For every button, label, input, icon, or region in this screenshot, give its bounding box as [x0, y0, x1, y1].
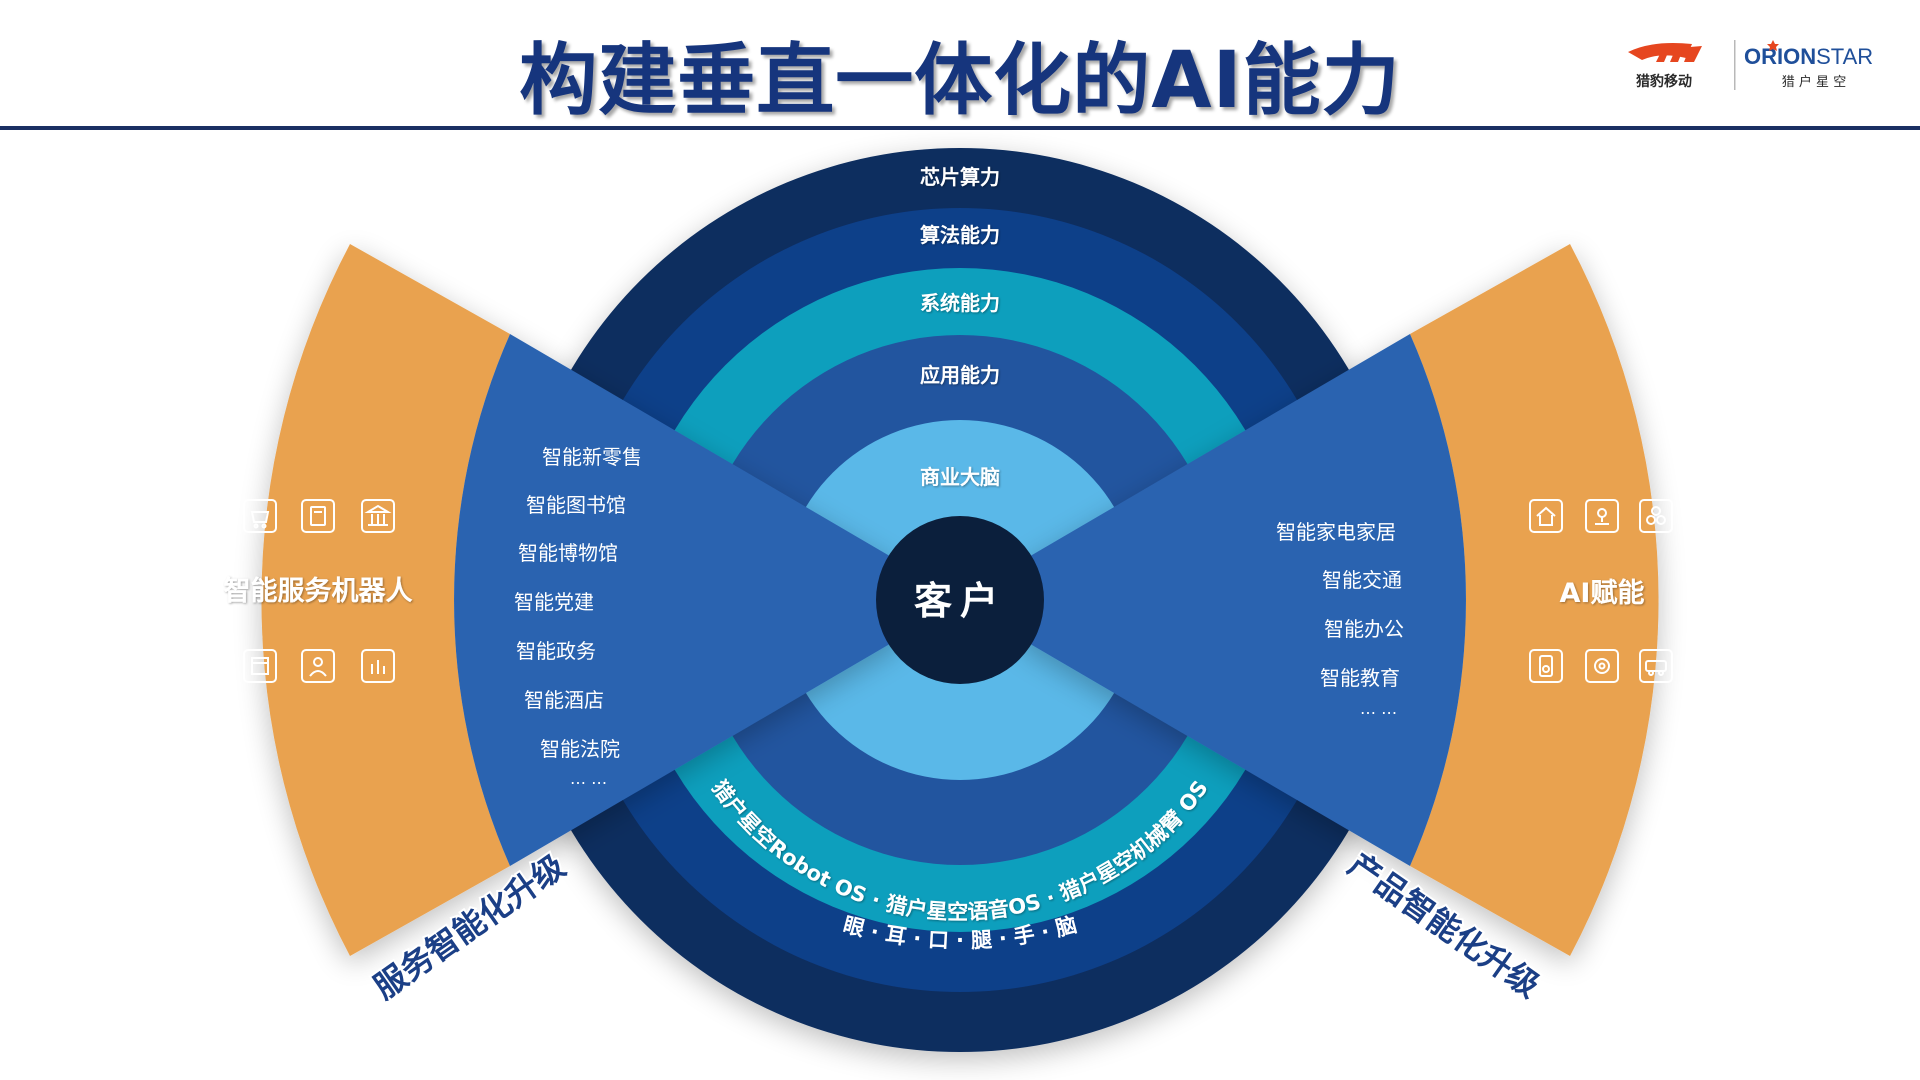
right-wing-blue-band [1020, 334, 1466, 866]
left-item-new-retail: 智能新零售 [542, 445, 642, 469]
calendar-icon [243, 649, 277, 683]
ring-labels: 芯片算力 算法能力 系统能力 应用能力 商业大脑 [920, 165, 1000, 489]
cheetah-mobile-logo: 猎豹移动 [1628, 43, 1702, 90]
logo-group: 猎豹移动 ORIONSTAR 猎 户 星 空 [1628, 40, 1873, 90]
ring-label-system: 系统能力 [920, 291, 1000, 315]
vehicle-icon [1639, 649, 1673, 683]
right-wing-orange-band [1410, 244, 1659, 956]
left-wing-list: 智能新零售 智能图书馆 智能博物馆 智能党建 智能政务 智能酒店 智能法院 … … [514, 445, 642, 788]
left-item-hotel: 智能酒店 [524, 688, 604, 712]
speaker-icon [1529, 649, 1563, 683]
person-icon [301, 649, 335, 683]
right-wing-list: 智能家电家居 智能交通 智能办公 智能教育 … … [1276, 520, 1404, 718]
left-wing-blue-band [454, 334, 900, 866]
orionstar-label: 猎 户 星 空 [1782, 74, 1846, 90]
ring-label-application: 应用能力 [920, 363, 1000, 387]
left-icons-bottom [243, 649, 395, 683]
page-title: 构建垂直一体化的AI能力 [519, 36, 1401, 126]
orionstar-logo: ORIONSTAR 猎 户 星 空 [1744, 40, 1873, 90]
gears-icon [1639, 499, 1673, 533]
center-circle [876, 516, 1044, 684]
slide-header: 构建垂直一体化的AI能力 猎豹移动 ORIONSTAR 猎 户 星 空 [0, 0, 1920, 130]
center-label: 客户 [914, 579, 1006, 623]
left-wing-orange-band [261, 244, 510, 956]
left-item-government: 智能政务 [516, 639, 596, 663]
ring-label-chip: 芯片算力 [920, 165, 1000, 189]
ring-label-business-brain: 商业大脑 [920, 465, 1000, 489]
left-item-court: 智能法院 [540, 737, 620, 761]
cheetah-mobile-label: 猎豹移动 [1636, 73, 1692, 90]
right-wing-title: AI赋能 [1560, 577, 1645, 609]
capability-rings [508, 148, 1412, 1052]
orionstar-star-icon [1767, 40, 1779, 51]
logo-separator [1734, 40, 1736, 90]
home-icon [1529, 499, 1563, 533]
right-item-home-appliance: 智能家电家居 [1276, 520, 1396, 544]
left-item-more: … … [570, 769, 607, 788]
right-item-more: … … [1360, 699, 1397, 718]
orionstar-wordmark: ORIONSTAR [1744, 44, 1873, 69]
left-item-museum: 智能博物馆 [518, 541, 618, 565]
right-wing [1020, 244, 1659, 956]
retail-icon [243, 499, 277, 533]
left-item-party-building: 智能党建 [514, 590, 594, 614]
orionstar-prefix: ORION [1744, 44, 1816, 69]
chart-icon [361, 649, 395, 683]
book-icon [301, 499, 335, 533]
left-icons-top [243, 499, 395, 533]
settings-icon [1585, 649, 1619, 683]
right-icons-top [1529, 499, 1673, 533]
location-icon [1585, 499, 1619, 533]
left-item-library: 智能图书馆 [526, 493, 626, 517]
museum-icon [361, 499, 395, 533]
right-item-education: 智能教育 [1320, 666, 1400, 690]
orionstar-suffix: STAR [1816, 44, 1873, 69]
ring-label-algorithm: 算法能力 [920, 223, 1000, 247]
header-divider [0, 126, 1920, 130]
left-wing [261, 244, 900, 956]
right-icons-bottom [1529, 649, 1673, 683]
cheetah-mobile-stripes-icon [1656, 46, 1702, 62]
right-item-transport: 智能交通 [1322, 568, 1402, 592]
left-wing-title: 智能服务机器人 [224, 575, 413, 607]
right-item-office: 智能办公 [1324, 617, 1404, 641]
